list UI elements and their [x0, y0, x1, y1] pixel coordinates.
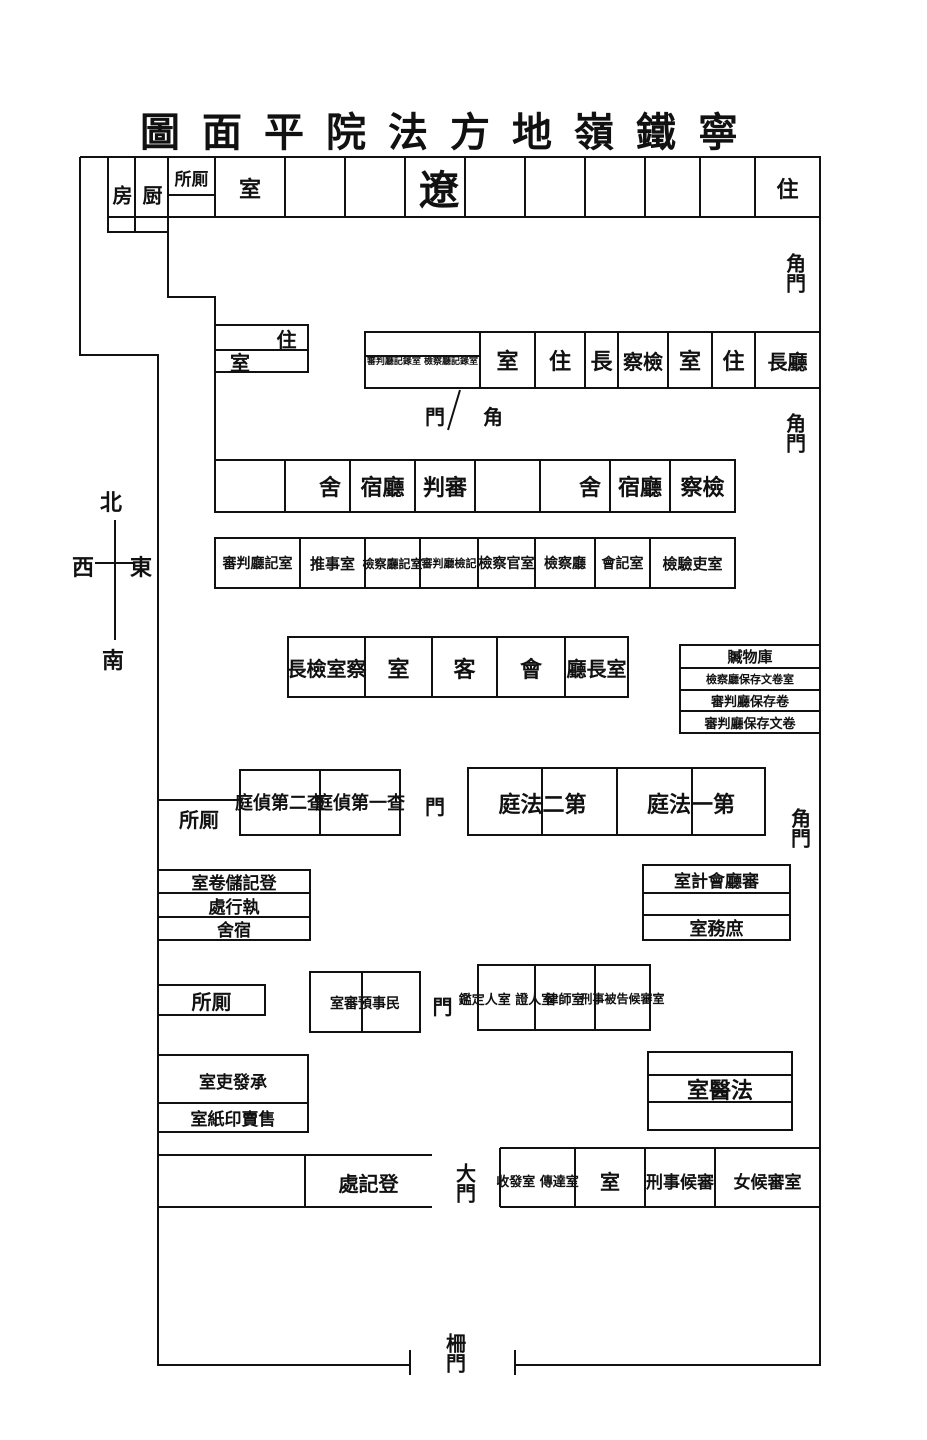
room-label: 柵門: [442, 1332, 467, 1373]
compass-west: 西: [72, 555, 95, 581]
room-label: 處記登: [338, 1172, 399, 1196]
room-label: 審判廳記室: [222, 556, 293, 572]
room-label: 檢驗吏室: [662, 554, 723, 573]
room-label: 收發室 傳達室: [496, 1174, 579, 1190]
room-label: 宿廳: [350, 465, 415, 507]
room-label: 舍: [318, 475, 341, 501]
room-label: 刑事被告候審室: [580, 991, 665, 1006]
room-label: 律師室: [545, 992, 585, 1008]
room-label: 舍宿: [217, 921, 251, 941]
compass-north: 北: [100, 490, 123, 516]
room-label: 庭偵第二查: [235, 793, 325, 814]
room-label: 室: [238, 176, 261, 203]
room-label: 門: [425, 404, 445, 429]
room-label: 室卷儲記登: [191, 874, 277, 894]
room-label: 房: [109, 185, 133, 205]
room-label: 所厠: [174, 170, 209, 190]
room-label: 室: [678, 349, 701, 375]
room-label: 檢察廳保存文卷室: [706, 673, 794, 686]
room-label: 庭法一第: [646, 791, 735, 818]
room-label: 審: [445, 475, 468, 501]
compass-south: 南: [102, 648, 125, 674]
room-label: 室: [387, 656, 410, 683]
room-label: 住: [276, 327, 297, 352]
room-label: 舍: [578, 475, 601, 501]
room-label: 審判廳保存文卷: [704, 716, 796, 732]
room-label: 客: [453, 656, 476, 683]
room-label: 角門: [782, 412, 807, 453]
room-label: 角門: [787, 807, 812, 848]
room-label: 室計會廳審: [674, 872, 759, 892]
room-label: 角: [483, 404, 503, 429]
room-label: 處行執: [208, 897, 260, 918]
room-label: 室吏發承: [199, 1072, 267, 1093]
room-label: 廳: [640, 475, 663, 501]
room-label: 刑事候審: [646, 1172, 714, 1193]
room-label: 女候審室: [733, 1172, 802, 1193]
room-label: 會記室: [601, 556, 644, 572]
room-label: 審判廳檢記: [421, 557, 477, 570]
room-label: 室: [496, 349, 519, 375]
room-label: 檢察官室: [478, 556, 535, 572]
room-label: 住: [548, 349, 571, 375]
room-label: 大門: [452, 1162, 477, 1203]
room-label: 門: [432, 994, 453, 1019]
room-label: 審判廳記錄室 檢察廳記錄室: [366, 356, 479, 367]
room-label: 長檢室察: [286, 657, 367, 681]
room-label: 室: [230, 350, 250, 375]
room-label: 宿廳: [610, 465, 670, 507]
room-label: 廳長室: [566, 657, 627, 681]
room-label: 檢察廳記室: [362, 556, 423, 571]
room-label: 判審: [415, 465, 475, 507]
room-label: 審判廳保存卷: [710, 695, 789, 710]
room-label: 長: [590, 349, 613, 375]
room-label: 贓物庫: [727, 648, 773, 666]
room-label: 廳: [382, 475, 405, 501]
room-label: 檢: [702, 475, 725, 501]
room-label: 長廳: [767, 349, 808, 374]
room-label: 所厠: [191, 989, 232, 1014]
room-label: 室紙印賣售: [190, 1110, 276, 1130]
room-label: 室務庶: [689, 918, 744, 940]
map-title: 圖面平院法方地嶺鐵寧遼: [140, 109, 760, 214]
room-label: 室: [600, 1169, 620, 1194]
room-label: 檢察廳: [544, 556, 586, 572]
room-label: 推事室: [309, 554, 355, 573]
room-label: 察檢: [670, 465, 735, 507]
room-label: 角門: [782, 252, 807, 293]
room-label: 門: [425, 794, 445, 819]
compass-east: 東: [130, 555, 153, 581]
room-label: 厨: [139, 185, 163, 205]
room-label: 所厠: [179, 808, 219, 832]
room-label: 住: [776, 176, 799, 203]
room-label: 室審預事民: [330, 995, 400, 1012]
room-label: 住: [722, 349, 745, 375]
room-label: 鑑定人室 證人室: [458, 992, 555, 1008]
room-label: 庭偵第一查: [315, 793, 405, 814]
room-label: 室醫法: [686, 1077, 753, 1104]
room-label: 庭法二第: [498, 791, 587, 818]
room-label: 會: [519, 656, 542, 683]
room-label: 察檢: [623, 349, 663, 374]
